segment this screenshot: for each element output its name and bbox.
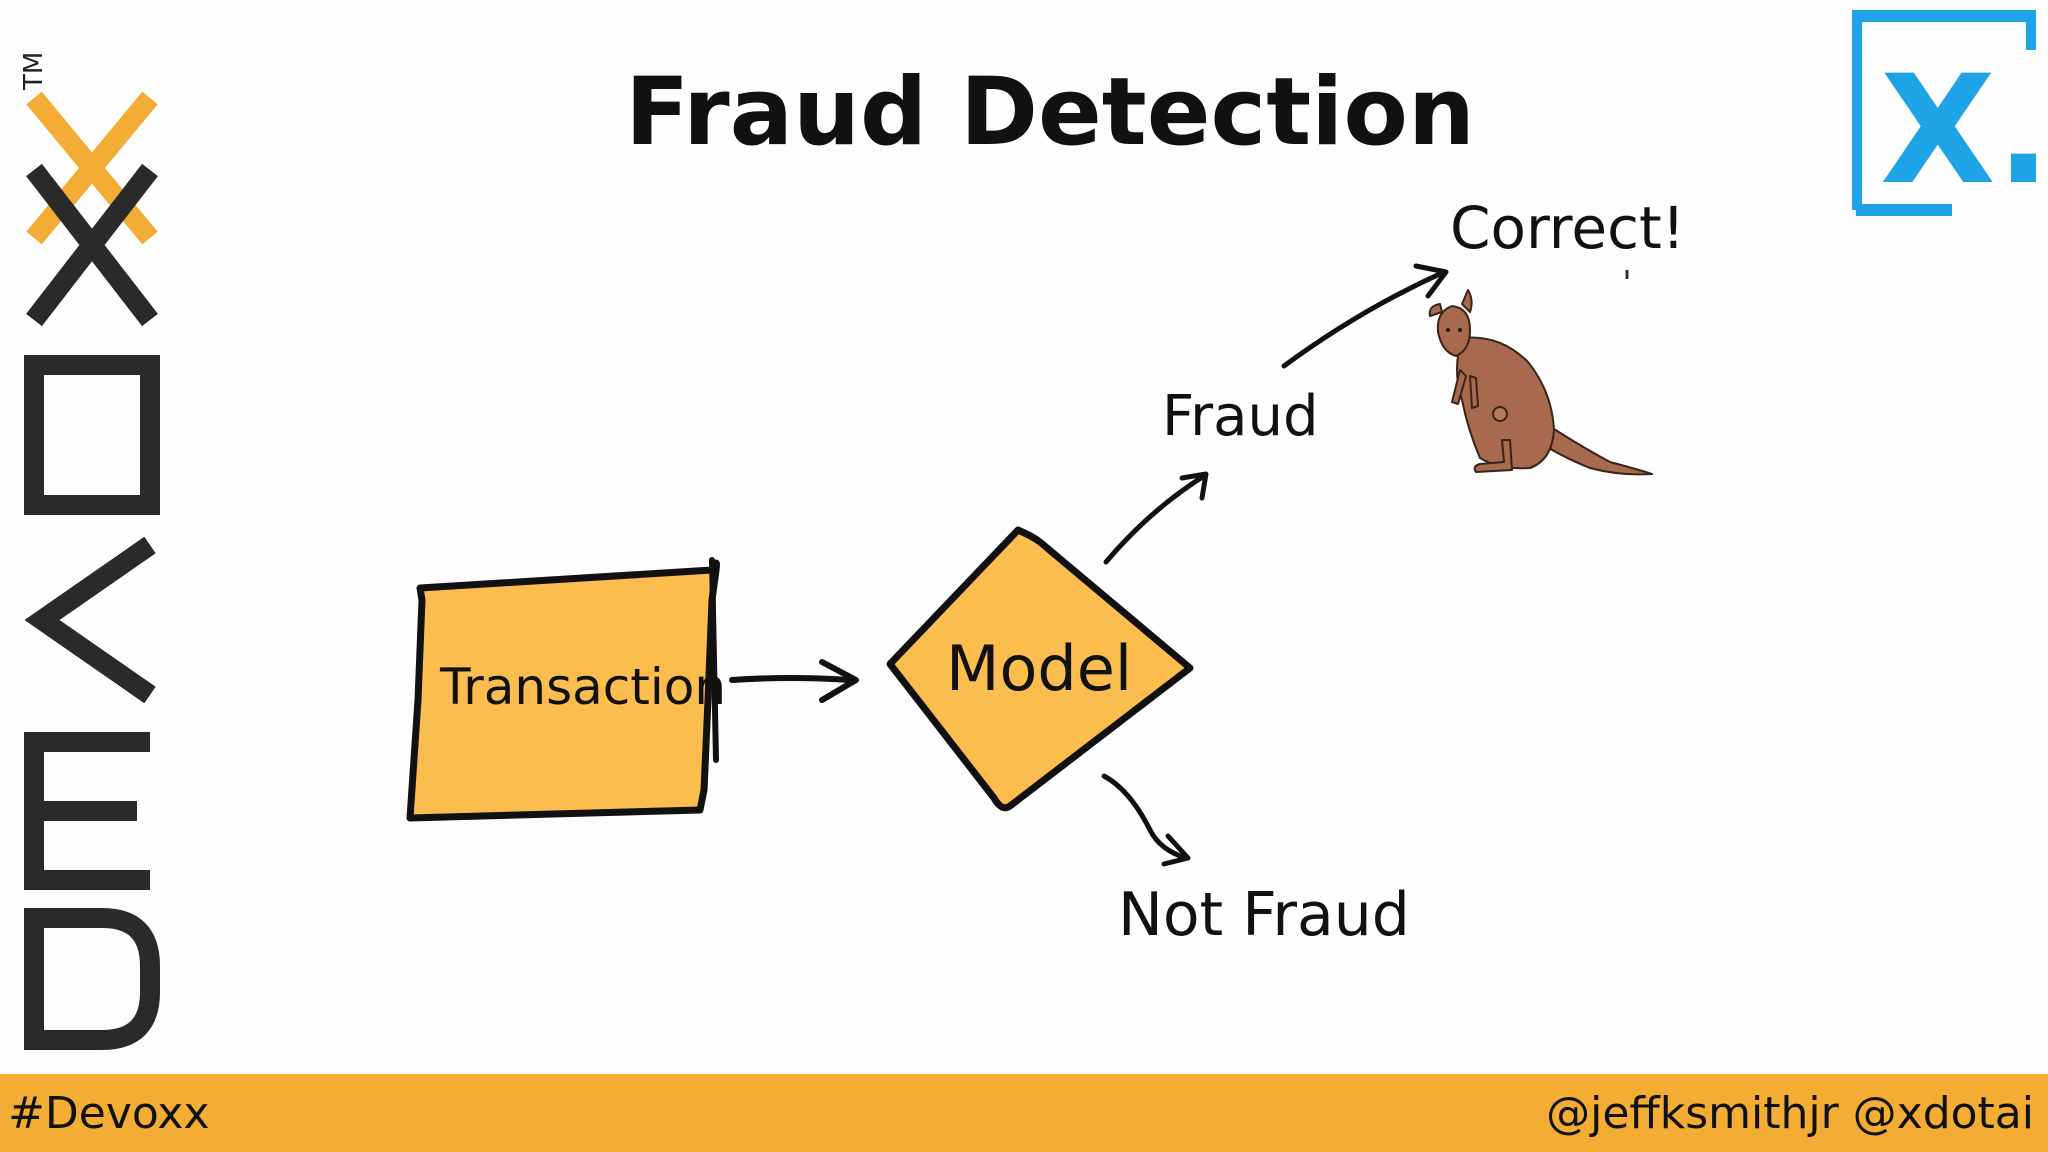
- model-label: Model: [946, 632, 1133, 705]
- footer-bar: #Devoxx @jeffksmithjr @xdotai: [0, 1074, 2048, 1152]
- fraud-diagram: [406, 263, 1653, 867]
- arrow-to-not-fraud: [1101, 773, 1191, 867]
- arrow-to-model: [729, 659, 859, 703]
- page-title: Fraud Detection: [625, 58, 1475, 167]
- trademark-text: TM: [22, 52, 49, 91]
- footer-handles[interactable]: @jeffksmithjr @xdotai: [1546, 1088, 2034, 1139]
- devoxx-vertical-logo: TM: [22, 30, 172, 1050]
- devoxx-orange-x: [26, 91, 158, 245]
- devoxx-o: [24, 355, 160, 515]
- transaction-label: Transaction: [440, 658, 727, 716]
- footer-hashtag[interactable]: #Devoxx: [8, 1088, 210, 1139]
- x-logo-text: X.: [1880, 44, 2036, 218]
- x-logo-graphic: X.: [1852, 10, 2036, 218]
- not-fraud-label: Not Fraud: [1118, 880, 1410, 950]
- model-diamond: [886, 526, 1194, 812]
- devoxx-d: [24, 908, 160, 1050]
- corner-x-logo: X.: [1852, 10, 2036, 218]
- devoxx-dark-x: [26, 163, 158, 327]
- title-container: Fraud Detection: [620, 58, 1480, 178]
- fraud-label: Fraud: [1162, 384, 1319, 449]
- devoxx-v: [24, 536, 156, 704]
- arrow-to-fraud: [1103, 471, 1209, 565]
- devoxx-logo-graphic: TM: [22, 52, 160, 1050]
- correct-label: Correct!: [1450, 194, 1685, 262]
- devoxx-e: [24, 732, 150, 890]
- arrow-to-correct: [1281, 263, 1449, 369]
- kangaroo-illustration: [1428, 289, 1653, 476]
